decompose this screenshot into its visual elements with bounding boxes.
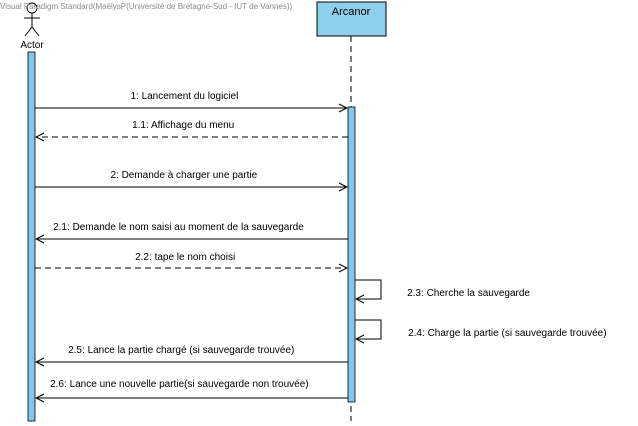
system-activation-bar [347,106,356,403]
actor-label: Actor [20,40,44,51]
message-1-label: : Lancement du logiciel [136,91,238,102]
message-1-1-label: : Affichage du menu [146,120,234,131]
actor-left-leg [24,26,33,37]
message-2-3-label: : Cherche la sauvegarde [421,288,530,299]
message-2-2-number: 2.2 [135,252,149,263]
system-lifeline-header [316,1,387,37]
message-2-6-number: 2.6 [50,379,64,390]
message-1-number: 1 [130,91,136,102]
message-2-5-label: : Lance la partie chargé (si sauvegarde … [82,345,294,356]
message-1-1-number: 1.1 [132,120,146,131]
message-2-5-number: 2.5 [68,345,82,356]
message-2-6-label: : Lance une nouvelle partie(si sauvegard… [64,379,309,390]
message-2-number: 2 [110,170,116,181]
message-2-1-number: 2.1 [53,222,67,233]
message-2-4-label: : Charge la partie (si sauvegarde trouvé… [422,328,607,339]
actor-figure [24,2,40,37]
message-2-4-number: 2.4 [408,328,422,339]
system-label: Arcanor [332,6,371,18]
watermark: Visual Paradigm Standard(MaëlysP(Univers… [0,2,293,11]
message-2-1-label: : Demande le nom saisi au moment de la s… [67,222,304,233]
message-2-label: : Demande à charger une partie [116,170,258,181]
message-2-3-self-arrow [355,279,382,299]
message-2-2-label: : tape le nom choisi [149,252,235,263]
message-2-4-self-arrow [355,319,382,339]
message-2-3-number: 2.3 [407,288,421,299]
actor-right-leg [31,26,40,37]
actor-activation-bar [27,51,36,422]
